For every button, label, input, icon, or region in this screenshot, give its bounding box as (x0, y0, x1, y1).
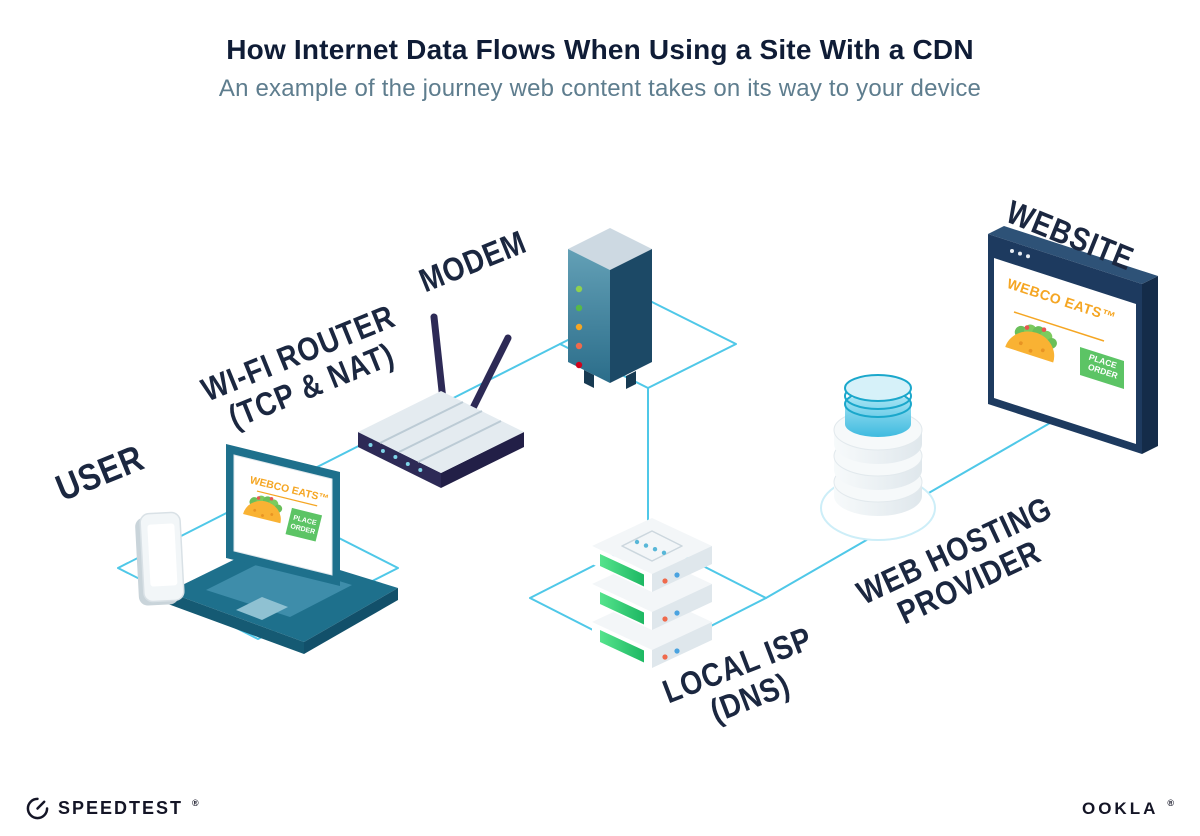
phone-illustration (135, 511, 185, 606)
page-title: How Internet Data Flows When Using a Sit… (226, 34, 974, 65)
modem-foot-left (584, 370, 594, 388)
link-isp-to-hosting (765, 537, 871, 599)
router-illustration (358, 313, 524, 488)
server-top-indicator-dots (634, 539, 667, 555)
router-antenna-right-icon (469, 334, 512, 412)
speedtest-gauge-icon (26, 797, 49, 820)
laptop-trackpad (236, 597, 288, 620)
browser-place-order-button: PLACE ORDER (1080, 347, 1124, 389)
user-device-illustration: WEBCO EATS™ PLACE ORDER (135, 444, 398, 654)
ookla-wordmark: OOKLA (1081, 798, 1159, 818)
speedtest-wordmark: SPEEDTEST (58, 798, 184, 818)
modem-foot-right (626, 371, 636, 389)
website-browser-illustration: WEBCO EATS™ PLACE ORDER (988, 226, 1158, 454)
isp-server-illustration (592, 518, 712, 668)
page-subtitle: An example of the journey web content ta… (218, 75, 982, 102)
router-front-ports (368, 443, 423, 472)
laptop-place-order-button (285, 507, 323, 542)
modem-led-lights (575, 285, 583, 369)
ookla-logo: OOKLA ® (1081, 797, 1174, 819)
laptop-keyboard (206, 559, 352, 617)
footer: SPEEDTEST ® OOKLA ® (0, 797, 1200, 820)
browser-window-controls-icon (1010, 249, 1030, 259)
hosting-glass-cylinder (844, 374, 912, 437)
ookla-reg-mark: ® (1167, 797, 1174, 808)
modem-illustration (568, 228, 652, 389)
speedtest-logo: SPEEDTEST ® (26, 797, 199, 820)
browser-page (994, 258, 1136, 444)
link-hosting-to-website (919, 422, 1051, 499)
speedtest-reg-mark: ® (192, 797, 199, 808)
router-top-grooves (379, 401, 502, 463)
server-top-panel-outline (621, 530, 683, 562)
header: How Internet Data Flows When Using a Sit… (0, 34, 1200, 103)
laptop-screen (233, 454, 333, 576)
hosting-illustration (820, 374, 936, 541)
router-antenna-left-icon (430, 313, 447, 404)
